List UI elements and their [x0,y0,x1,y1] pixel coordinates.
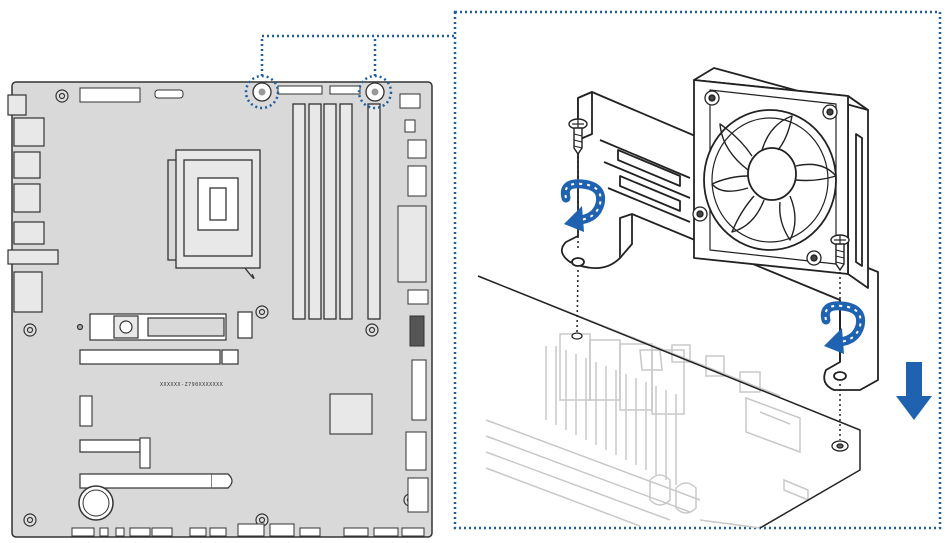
motherboard: XXXXXX-Z790XXXXXXX [7,74,433,538]
cpu-socket [167,149,261,279]
board-screw-holes [23,89,417,527]
detail-view [477,67,932,529]
screw-icon [830,234,850,272]
rear-io-ports [7,94,59,313]
down-arrow-icon [896,362,932,420]
clockwise-rotate-arrow-icon [560,179,606,232]
ghost-board [477,275,809,529]
bottom-edge-headers [71,523,425,537]
small-connectors [79,393,373,469]
highlighted-mount-points [244,74,393,110]
dimm-slots [292,103,381,320]
right-edge-headers [397,119,429,513]
pcie-slots [79,349,239,489]
cmos-battery [78,485,114,521]
clockwise-rotate-arrow-icon [820,301,866,354]
screw-icon [568,118,588,156]
board-standoffs [571,332,849,452]
cooling-fan [692,67,869,289]
board-edge-line [477,275,861,529]
callout-connector [260,34,455,76]
top-edge-connectors [79,85,421,109]
m2-slots [76,311,253,341]
board-silkscreen-label: XXXXXX-Z790XXXXXXX [160,382,223,388]
